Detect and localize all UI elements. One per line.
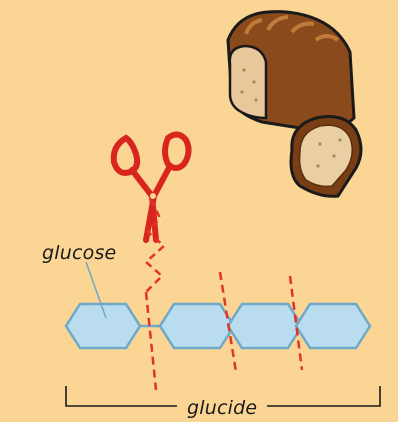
bread-loaf-icon xyxy=(228,12,361,197)
glucose-chain xyxy=(66,304,370,348)
glucose-hexagon xyxy=(160,304,234,348)
glucose-hexagon xyxy=(228,304,302,348)
scissors-pivot xyxy=(150,193,156,199)
glucose-hexagon xyxy=(296,304,370,348)
glucide-label: glucide xyxy=(177,397,267,419)
glucose-label: glucose xyxy=(42,242,116,264)
cut-line xyxy=(146,292,156,390)
scissors-icon xyxy=(114,134,189,240)
